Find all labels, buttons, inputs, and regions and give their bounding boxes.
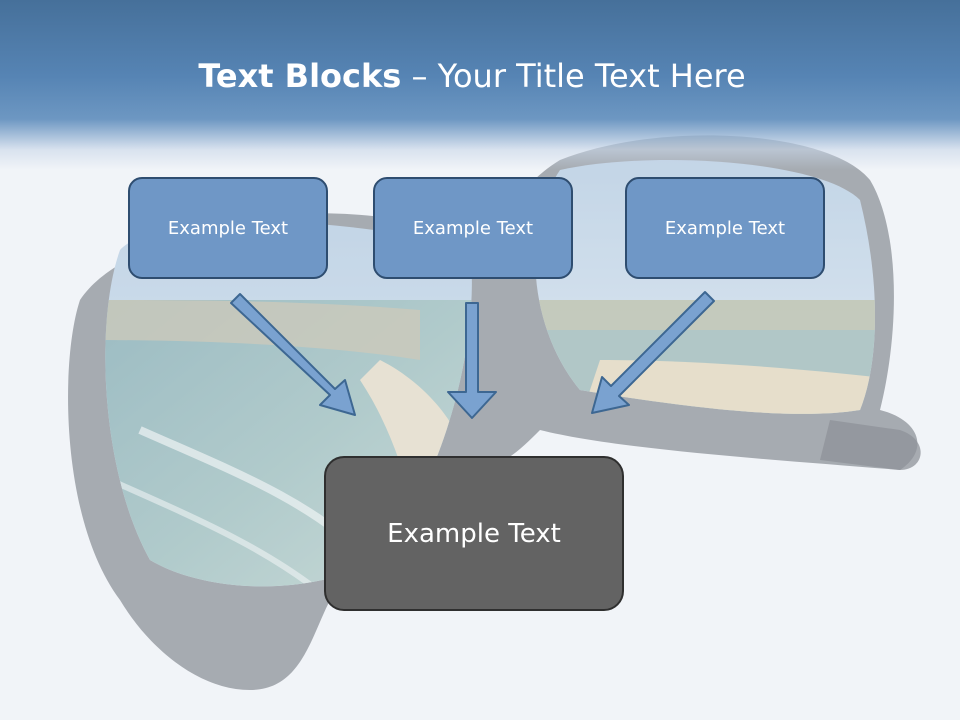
- text-block-label: Example Text: [664, 217, 786, 239]
- title-band: [0, 0, 960, 170]
- text-block-top-right[interactable]: Example Text: [625, 177, 825, 279]
- arrow-left: [230, 293, 356, 416]
- arrow-right: [591, 291, 715, 414]
- arrow-center: [447, 302, 497, 419]
- title-rest-part: – Your Title Text Here: [411, 57, 746, 95]
- text-block-label: Example Text: [412, 217, 534, 239]
- text-block-bottom[interactable]: Example Text: [324, 456, 624, 611]
- text-block-top-center[interactable]: Example Text: [373, 177, 573, 279]
- text-block-label: Example Text: [167, 217, 289, 239]
- text-block-label: Example Text: [387, 518, 561, 549]
- slide-title: Text Blocks – Your Title Text Here: [0, 54, 944, 98]
- text-block-top-left[interactable]: Example Text: [128, 177, 328, 279]
- title-bold-part: Text Blocks: [198, 57, 402, 95]
